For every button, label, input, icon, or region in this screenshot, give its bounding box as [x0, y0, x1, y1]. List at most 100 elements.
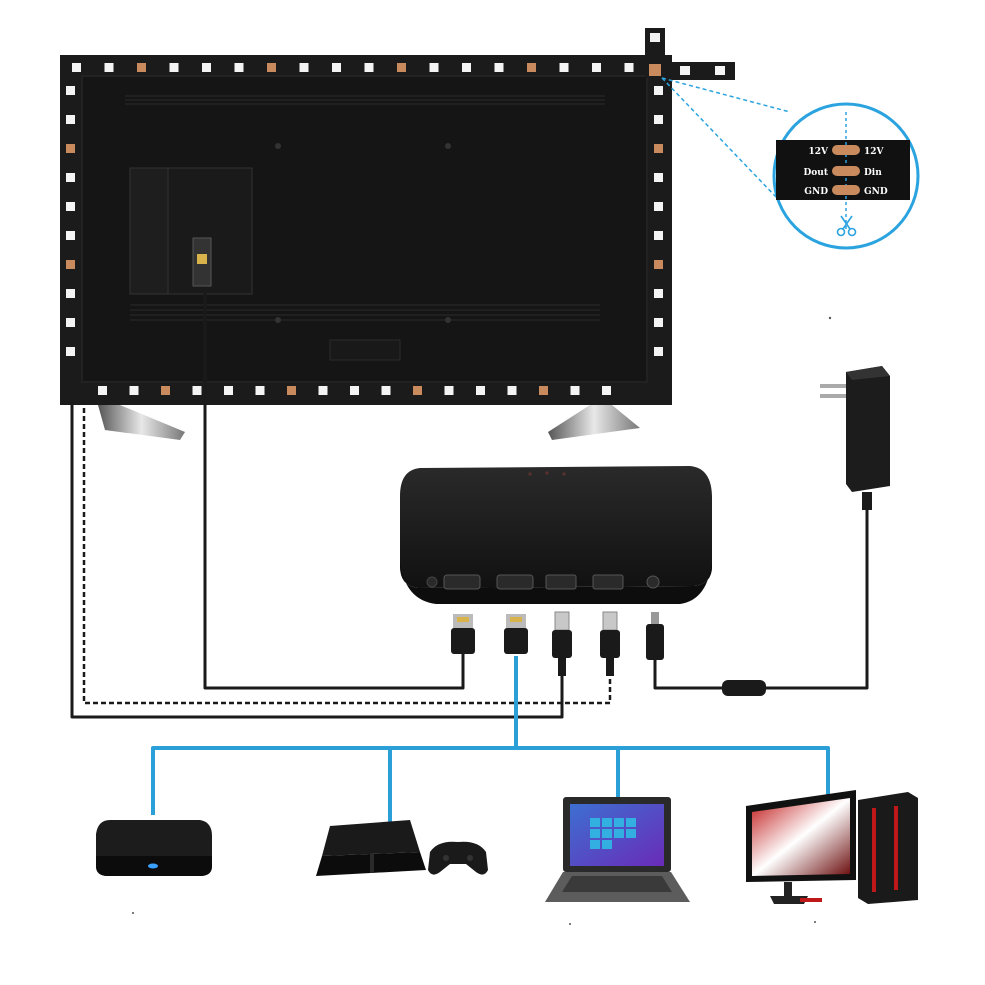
strip-extension [645, 28, 735, 80]
stray-marks [132, 316, 832, 925]
callout-line-bottom [661, 77, 801, 223]
led-module-right-1 [654, 115, 663, 124]
led-module-bottom-14 [539, 386, 548, 395]
game-console-icon[interactable] [316, 820, 488, 876]
pad-label-left-3: GND [804, 187, 828, 197]
usb-plug-1 [552, 611, 572, 676]
led-module-top-0 [72, 63, 81, 72]
led-strip-usb-cable [70, 400, 564, 719]
led-module-right-5 [654, 231, 663, 240]
cable-inline-barrel [722, 680, 766, 696]
led-module-right-4 [654, 202, 663, 211]
led-module-left-6 [66, 260, 75, 269]
led-module-bottom-13 [507, 386, 517, 395]
led-module-top-15 [559, 63, 569, 72]
led-module-left-8 [66, 318, 75, 327]
desktop-pc-icon[interactable] [746, 790, 918, 904]
led-module-left-2 [66, 144, 75, 153]
led-module-left-3 [66, 173, 75, 182]
tv-stand-right [548, 405, 640, 440]
led-module-left-9 [66, 347, 75, 356]
led-module-top-4 [202, 63, 211, 72]
pad-label-left-1: 12V [808, 147, 829, 157]
led-module-top-16 [592, 63, 601, 72]
sync-box-front [400, 560, 712, 604]
set-top-box-icon[interactable] [96, 820, 212, 876]
hdmi-sync-box[interactable] [400, 466, 712, 604]
vesa-holes [275, 143, 451, 323]
power-adapter [820, 366, 890, 510]
hdmi-input-port[interactable] [496, 574, 534, 590]
status-leds [528, 471, 566, 476]
led-module-top-8 [332, 63, 341, 72]
led-module-bottom-1 [129, 386, 139, 395]
dc-plug [646, 612, 664, 660]
led-module-right-7 [654, 289, 663, 298]
hdmi-source-bus [151, 746, 830, 820]
led-module-bottom-7 [318, 386, 328, 395]
camera-usb-cable [82, 400, 612, 705]
led-module-top-13 [494, 63, 504, 72]
pad-label-right-1: 12V [864, 147, 885, 157]
power-cable [653, 508, 869, 690]
solder-pads [832, 145, 860, 195]
led-module-top-6 [267, 63, 276, 72]
sync-box-button[interactable] [426, 576, 438, 588]
led-module-top-2 [137, 63, 146, 72]
led-module-bottom-9 [381, 386, 391, 395]
tv-vents [125, 95, 605, 321]
led-module-top-3 [169, 63, 179, 72]
led-module-bottom-16 [602, 386, 611, 395]
led-module-bottom-3 [192, 386, 202, 395]
tv-back [60, 55, 672, 440]
hdmi-plug-tip [197, 254, 207, 264]
solder-pad-callout: 12V Dout GND 12V Din GND [661, 77, 920, 250]
gamepad-icon [428, 841, 488, 875]
led-module-right-6 [654, 260, 663, 269]
sync-box-top [400, 466, 712, 588]
led-module-right-8 [654, 318, 663, 327]
led-module-right-3 [654, 173, 663, 182]
led-module-left-5 [66, 231, 75, 240]
scissors-icon [836, 215, 857, 237]
hdmi-output-port[interactable] [443, 574, 481, 590]
led-module-right-9 [654, 347, 663, 356]
led-module-bottom-2 [161, 386, 170, 395]
laptop-icon[interactable] [545, 797, 690, 902]
hdmi-plug-input [504, 614, 528, 654]
led-module-top-10 [397, 63, 406, 72]
led-module-left-7 [66, 289, 75, 298]
led-module-bottom-11 [444, 386, 454, 395]
led-module-top-5 [234, 63, 244, 72]
led-strip [66, 63, 663, 395]
led-module-top-14 [527, 63, 536, 72]
hdmi-plug-output [451, 614, 475, 654]
led-module-top-9 [364, 63, 374, 72]
led-module-bottom-12 [476, 386, 485, 395]
pad-label-left-2: Dout [803, 168, 828, 178]
led-module-right-2 [654, 144, 663, 153]
dc-jack[interactable] [646, 575, 660, 589]
led-module-top-12 [462, 63, 471, 72]
led-module-bottom-15 [570, 386, 580, 395]
led-module-bottom-5 [255, 386, 265, 395]
usb-port-1[interactable] [545, 574, 577, 590]
led-module-left-4 [66, 202, 75, 211]
led-module-right-0 [654, 86, 663, 95]
pad-label-right-3: GND [864, 187, 888, 197]
power-indicator [148, 863, 158, 869]
led-module-bottom-8 [350, 386, 359, 395]
hdmi-to-tv-cable [203, 292, 465, 690]
wires [70, 292, 869, 822]
led-module-bottom-10 [413, 386, 422, 395]
led-module-top-7 [299, 63, 309, 72]
callout-line-top [661, 77, 791, 113]
led-module-bottom-6 [287, 386, 296, 395]
led-module-top-11 [429, 63, 439, 72]
led-module-top-17 [624, 63, 634, 72]
usb-plug-2 [600, 611, 620, 676]
pad-label-right-2: Din [864, 168, 882, 178]
usb-port-2[interactable] [592, 574, 624, 590]
tv-bottom-bump [329, 339, 401, 361]
